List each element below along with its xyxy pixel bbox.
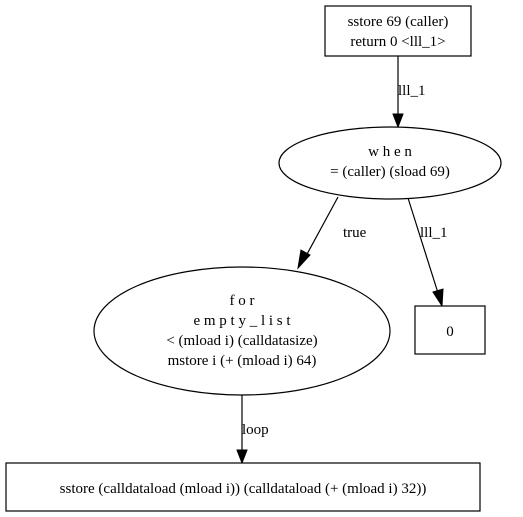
node-start-line-1: sstore 69 (caller)	[348, 14, 449, 30]
node-when-line-1: w h e n	[368, 144, 412, 160]
edge-label-lll-1: lll_1	[398, 83, 426, 99]
node-for-line-4: mstore i (+ (mload i) 64)	[168, 353, 317, 369]
edge-label-true: true	[343, 225, 367, 241]
node-for-line-2: e m p t y _ l i s t	[193, 313, 291, 329]
node-sstore-line-1: sstore (calldataload (mload i)) (calldat…	[60, 481, 427, 497]
node-when-line-2: = (caller) (sload 69)	[330, 164, 450, 180]
node-for: f o r e m p t y _ l i s t < (mload i) (c…	[93, 266, 391, 396]
edge-start-to-when: lll_1	[392, 56, 426, 129]
node-zero: 0	[414, 305, 486, 355]
node-for-line-1: f o r	[230, 293, 255, 309]
node-sstore: sstore (calldataload (mload i)) (calldat…	[5, 462, 481, 512]
node-start-line-2: return 0 <lll_1>	[350, 34, 445, 50]
edge-label-loop: loop	[242, 422, 269, 438]
edge-label-lll-1: lll_1	[420, 225, 448, 241]
edge-for-to-sstore: loop	[236, 395, 269, 465]
node-zero-line-1: 0	[446, 324, 454, 340]
node-for-line-3: < (mload i) (calldatasize)	[166, 333, 317, 349]
node-when: w h e n = (caller) (sload 69)	[278, 126, 502, 200]
node-start: sstore 69 (caller) return 0 <lll_1>	[324, 5, 472, 57]
edge-when-to-for: true	[297, 196, 367, 270]
edge-when-to-zero: lll_1	[407, 197, 448, 308]
